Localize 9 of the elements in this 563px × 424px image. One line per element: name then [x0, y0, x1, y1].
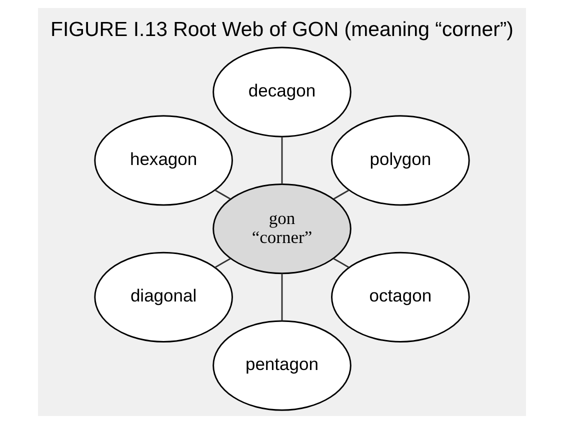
connector [332, 189, 349, 200]
node-ellipse: pentagon [212, 320, 351, 411]
node-ellipse: decagon [212, 46, 351, 138]
connector [214, 258, 230, 268]
connector [280, 274, 282, 321]
connector [332, 258, 349, 268]
connector [280, 136, 282, 184]
connector [214, 189, 230, 200]
diagram-title: FIGURE I.13 Root Web of GON (meaning “corner”) [50, 18, 514, 42]
